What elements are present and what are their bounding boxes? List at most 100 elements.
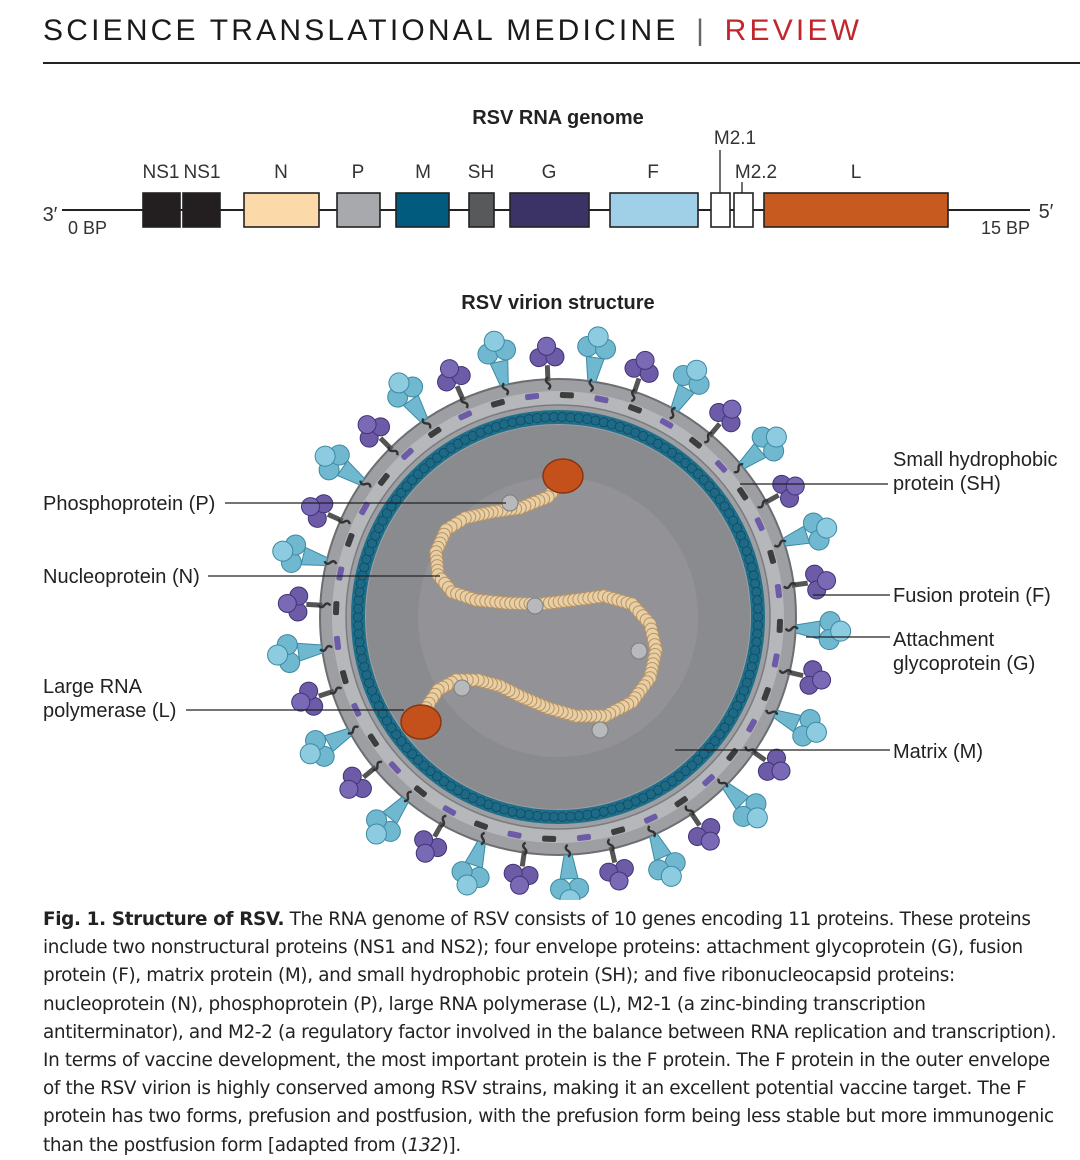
membrane-protein [754, 517, 765, 532]
phosphoprotein [630, 642, 648, 660]
label-attachment-line2: glycoprotein (G) [893, 653, 1035, 675]
matrix-bead [353, 603, 364, 614]
matrix-bead [653, 438, 664, 449]
matrix-bead [598, 806, 609, 817]
genome-3prime: 3′ [43, 204, 58, 226]
matrix-bead [748, 570, 759, 581]
membrane-protein [542, 835, 557, 843]
figure-caption: Fig. 1. Structure of RSV. The RNA genome… [43, 906, 1063, 1160]
matrix-bead [386, 722, 397, 733]
fusion-protein [550, 843, 590, 900]
matrix-bead [353, 620, 364, 631]
membrane-protein [659, 418, 674, 429]
genome-5prime: 5′ [1039, 201, 1054, 223]
matrix-bead [582, 809, 593, 820]
virion-body [267, 326, 852, 900]
fusion-protein [577, 326, 617, 393]
polymerase-bottom [400, 704, 442, 740]
membrane-protein [643, 813, 658, 824]
matrix-bead [680, 766, 691, 777]
matrix-bead [719, 501, 730, 512]
matrix-bead [452, 785, 463, 796]
matrix-bead [354, 586, 365, 597]
label-polymerase-line2: polymerase (L) [43, 700, 176, 722]
label-attachment-line1: Attachment [893, 629, 995, 651]
matrix-bead [660, 443, 671, 454]
attachment-protein [684, 805, 721, 851]
matrix-bead [396, 736, 407, 747]
gene-box-l [763, 192, 949, 228]
gene-label-m2-1: M2.1 [714, 128, 756, 149]
membrane-protein [767, 549, 777, 564]
label-nucleoprotein: Nucleoprotein (N) [43, 566, 200, 588]
virion-diagram: RSV virion structure Phosphoprotein (P) … [43, 292, 1058, 900]
matrix-bead [540, 811, 551, 822]
matrix-bead [353, 628, 364, 639]
matrix-beads [352, 412, 764, 822]
phosphoprotein [591, 721, 609, 739]
matrix-bead [359, 661, 370, 672]
membrane-protein [473, 820, 489, 830]
matrix-bead [355, 645, 366, 656]
fusion-protein [451, 831, 490, 896]
fusion-protein [299, 725, 359, 767]
matrix-bead [714, 729, 725, 740]
matrix-bead [590, 808, 601, 819]
gene-label-n: N [274, 162, 288, 183]
section-label: REVIEW [724, 14, 863, 47]
matrix-bead [355, 578, 366, 589]
membrane-protein [367, 733, 379, 747]
label-matrix: Matrix (M) [893, 741, 983, 763]
gene-label-g: G [542, 162, 557, 183]
label-phosphoprotein: Phosphoprotein (P) [43, 493, 215, 515]
matrix-bead [419, 463, 430, 474]
membrane-protein [594, 395, 609, 404]
matrix-bead [515, 415, 526, 426]
membrane-protein [428, 426, 442, 438]
membrane-protein [339, 670, 349, 685]
attachment-protein [357, 415, 399, 456]
membrane-protein [507, 830, 522, 839]
matrix-bead [748, 653, 759, 664]
attachment-protein [414, 814, 448, 863]
matrix-bead [573, 810, 584, 821]
matrix-bead [357, 653, 368, 664]
membrane-protein [576, 833, 592, 842]
matrix-bead [532, 413, 543, 424]
matrix-bead [445, 780, 456, 791]
matrix-bead [438, 447, 449, 458]
matrix-bead [557, 811, 568, 822]
genome-start-bp: 0 BP [68, 218, 107, 238]
header-rule [43, 62, 1080, 64]
attachment-protein [624, 350, 659, 403]
matrix-bead [752, 628, 763, 639]
membrane-protein [726, 748, 739, 762]
matrix-bead [582, 414, 593, 425]
matrix-bead [407, 475, 418, 486]
attachment-protein [291, 681, 343, 716]
label-sh-line2: protein (SH) [893, 473, 1001, 495]
matrix-bead [381, 508, 392, 519]
matrix-bead [407, 748, 418, 759]
virion-title: RSV virion structure [461, 292, 654, 314]
matrix-bead [692, 754, 703, 765]
membrane-protein [458, 410, 473, 421]
membrane-protein [771, 653, 780, 668]
surface-proteins [267, 326, 852, 900]
matrix-bead [419, 760, 430, 771]
gene-boxes [142, 192, 949, 228]
matrix-bead [750, 578, 761, 589]
matrix-bead [445, 443, 456, 454]
nucleocapsid [400, 458, 663, 740]
membrane-protein [737, 487, 749, 501]
matrix-bead [386, 501, 397, 512]
membrane-protein [345, 532, 355, 548]
matrix-bead [425, 457, 436, 468]
membrane-protein [524, 392, 540, 401]
matrix-bead [673, 452, 684, 463]
gene-box-n [243, 192, 320, 228]
matrix-bead [425, 766, 436, 777]
fusion-protein [647, 825, 686, 887]
attachment-protein [503, 841, 539, 895]
